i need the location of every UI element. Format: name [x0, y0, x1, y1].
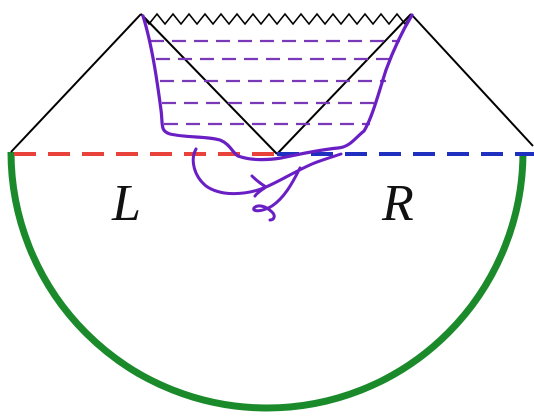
- wedge-hatching: [150, 39, 400, 126]
- euclidean-boundary-arc: [7, 151, 527, 412]
- left-horizon-line: [140, 13, 278, 155]
- entanglement-wedge-loop: [191, 147, 343, 222]
- right-horizon-line: [276, 13, 412, 155]
- region-label-right: R: [382, 175, 414, 232]
- entanglement-wedge-outline: [141, 13, 414, 162]
- left-boundary-line: [10, 13, 142, 153]
- region-label-left: L: [112, 175, 141, 232]
- right-boundary-line: [410, 13, 534, 147]
- singularity-zigzag: [140, 12, 412, 26]
